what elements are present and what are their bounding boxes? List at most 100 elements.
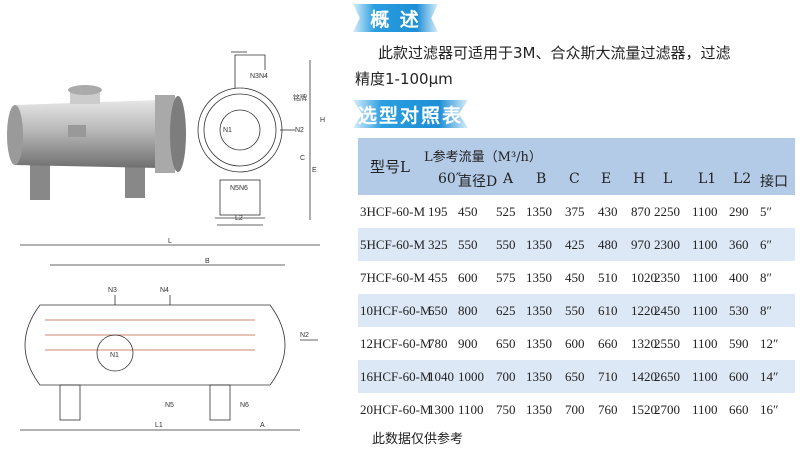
- table-cell: 550: [496, 236, 516, 252]
- table-cell: 660: [729, 401, 749, 417]
- table-cell: 660: [598, 335, 618, 351]
- table-cell: 780: [428, 335, 448, 351]
- table-cell: 2300: [654, 236, 680, 252]
- label-n5: N5: [165, 402, 174, 409]
- table-cell: 700: [496, 368, 516, 384]
- table-cell: 610: [598, 302, 618, 318]
- table-cell: 2450: [654, 302, 680, 318]
- table-cell: 700: [565, 401, 585, 417]
- table-cell: 290: [729, 203, 749, 219]
- header-col: 60″: [438, 171, 462, 187]
- table-cell: 510: [598, 269, 618, 285]
- table-cell: 1100: [458, 401, 484, 417]
- table-cell: 590: [729, 335, 749, 351]
- label-c: C: [300, 155, 305, 162]
- table-cell: 1000: [458, 368, 484, 384]
- header-col: E: [601, 171, 612, 187]
- table-cell: 14″: [760, 368, 779, 384]
- table-cell: 2250: [654, 203, 680, 219]
- table-cell: 1040: [428, 368, 454, 384]
- table-cell: 1100: [692, 335, 718, 351]
- label-h: H: [320, 117, 325, 124]
- table-cell: 900: [458, 335, 478, 351]
- header-col: L1: [698, 171, 717, 187]
- label-n1: N1: [110, 352, 119, 359]
- model-cell: 5HCF-60-M: [360, 236, 426, 252]
- table-cell: 6″: [760, 236, 772, 252]
- table-cell: 12″: [760, 335, 779, 351]
- label-n4: N4: [160, 287, 169, 294]
- table-cell: 1350: [526, 368, 552, 384]
- table-cell: 1350: [526, 302, 552, 318]
- header-col: A: [503, 171, 514, 187]
- table-cell: 1520: [631, 401, 657, 417]
- table-cell: 1100: [692, 203, 718, 219]
- table-note: 此数据仅供参考: [372, 432, 464, 447]
- table-cell: 600: [565, 335, 585, 351]
- model-cell: 20HCF-60-M: [360, 401, 432, 417]
- label-n5n6: N5N6: [230, 185, 248, 192]
- table-cell: 1350: [526, 335, 552, 351]
- label-n2: N2: [300, 332, 309, 339]
- table-cell: 1350: [526, 401, 552, 417]
- table-cell: 2700: [654, 401, 680, 417]
- filter-housing-photo: [7, 85, 186, 200]
- table-cell: 400: [729, 269, 749, 285]
- side-view-drawing: N3N4 铭牌 N1 N2 H C E N5N6 L2: [197, 51, 325, 226]
- table-cell: 1100: [692, 269, 718, 285]
- table-cell: 550: [458, 236, 478, 252]
- table-cell: 1100: [692, 401, 718, 417]
- label-n1: N1: [223, 127, 232, 134]
- label-b: B: [205, 258, 210, 265]
- table-cell: 2650: [654, 368, 680, 384]
- label-l: L: [168, 238, 172, 245]
- table-cell: 1100: [692, 236, 718, 252]
- table-cell: 550: [565, 302, 585, 318]
- model-cell: 16HCF-60-M: [360, 368, 432, 384]
- table-cell: 1350: [526, 236, 552, 252]
- header-col: B: [536, 171, 547, 187]
- table-cell: 195: [428, 203, 448, 219]
- label-n3: N3: [108, 287, 117, 294]
- table-cell: 1350: [526, 269, 552, 285]
- table-cell: 600: [729, 368, 749, 384]
- selection-banner: 选型对照表: [353, 100, 468, 128]
- table-cell: 430: [598, 203, 618, 219]
- header-col: C: [569, 171, 580, 187]
- table-cell: 1300: [428, 401, 454, 417]
- table-cell: 1220: [631, 302, 657, 318]
- table-cell: 2550: [654, 335, 680, 351]
- header-flow: L参考流量（M³/h）: [424, 150, 542, 165]
- label-n3n4: N3N4: [250, 73, 268, 80]
- overview-banner: 概 述: [353, 4, 438, 32]
- table-cell: 375: [565, 203, 585, 219]
- table-cell: 1320: [631, 335, 657, 351]
- table-cell: 1100: [692, 302, 718, 318]
- table-cell: 5″: [760, 203, 772, 219]
- table-cell: 16″: [760, 401, 779, 417]
- model-cell: 10HCF-60-M: [360, 302, 432, 318]
- table-cell: 1420: [631, 368, 657, 384]
- header-col: H: [633, 171, 646, 187]
- label-a: A: [260, 422, 265, 429]
- label-e: E: [312, 167, 317, 174]
- table-cell: 8″: [760, 302, 772, 318]
- table-cell: 750: [496, 401, 516, 417]
- table-cell: 8″: [760, 269, 772, 285]
- table-cell: 710: [598, 368, 618, 384]
- table-cell: 870: [631, 203, 651, 219]
- table-cell: 650: [565, 368, 585, 384]
- table-cell: 360: [729, 236, 749, 252]
- overview-text-line1: 此款过滤器可适用于3M、合众斯大流量过滤器，过滤: [378, 44, 731, 62]
- label-n2: N2: [295, 127, 304, 134]
- table-cell: 2350: [654, 269, 680, 285]
- table-cell: 650: [428, 302, 448, 318]
- label-n6: N6: [240, 402, 249, 409]
